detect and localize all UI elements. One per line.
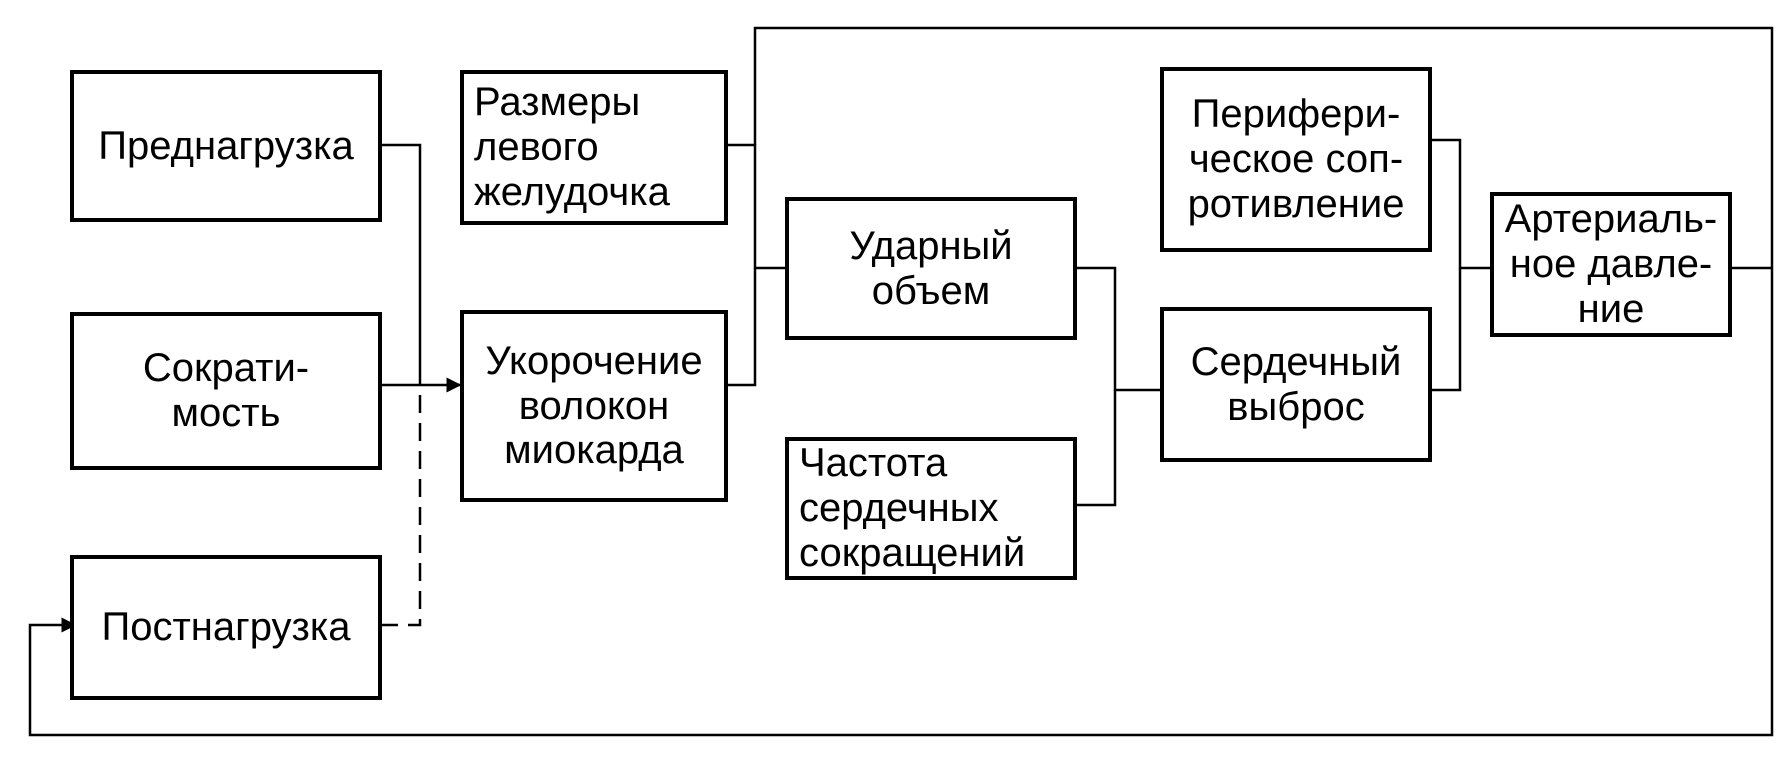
cardiac-output-label: Сердечный выброс xyxy=(1190,339,1402,429)
peripheral-resistance-box: Перифери- ческое соп- ротивление xyxy=(1160,67,1432,252)
afterload-dashed-connector xyxy=(380,385,422,627)
cardiac-output-connector xyxy=(1430,268,1462,392)
stroke-volume-box: Ударный объем xyxy=(785,197,1077,340)
arterial-pressure-box: Артериаль- ное давле- ние xyxy=(1490,192,1732,337)
afterload-label: Постнагрузка xyxy=(101,605,351,650)
cardiac-output-box: Сердечный выброс xyxy=(1160,307,1432,462)
lv-size-label: Размеры левого желудочка xyxy=(474,80,670,214)
afterload-box: Постнагрузка xyxy=(70,555,382,700)
arterial-pressure-label: Артериаль- ное давле- ние xyxy=(1504,197,1718,331)
contractility-box: Сократи- мость xyxy=(70,312,382,470)
lv-size-box: Размеры левого желудочка xyxy=(460,70,728,225)
preload-connector xyxy=(380,143,422,385)
stroke-volume-label: Ударный объем xyxy=(849,223,1013,313)
stroke-volume-connector xyxy=(1075,266,1160,392)
top-loop-line xyxy=(28,26,1774,737)
fiber-shortening-label: Укорочение волокон миокарда xyxy=(485,338,703,473)
heart-rate-connector xyxy=(1075,390,1117,507)
peripheral-resistance-connector xyxy=(1430,138,1490,270)
preload-label: Преднагрузка xyxy=(98,123,354,168)
heart-rate-box: Частота сердечных сокращений xyxy=(785,437,1077,580)
heart-rate-label: Частота сердечных сокращений xyxy=(799,441,1026,575)
lv-size-connector xyxy=(725,143,785,270)
preload-box: Преднагрузка xyxy=(70,70,382,222)
fiber-shortening-box: Укорочение волокон миокарда xyxy=(460,310,728,502)
fiber-shortening-connector xyxy=(725,268,757,387)
peripheral-resistance-label: Перифери- ческое соп- ротивление xyxy=(1187,92,1405,226)
contractility-label: Сократи- мость xyxy=(142,346,310,435)
